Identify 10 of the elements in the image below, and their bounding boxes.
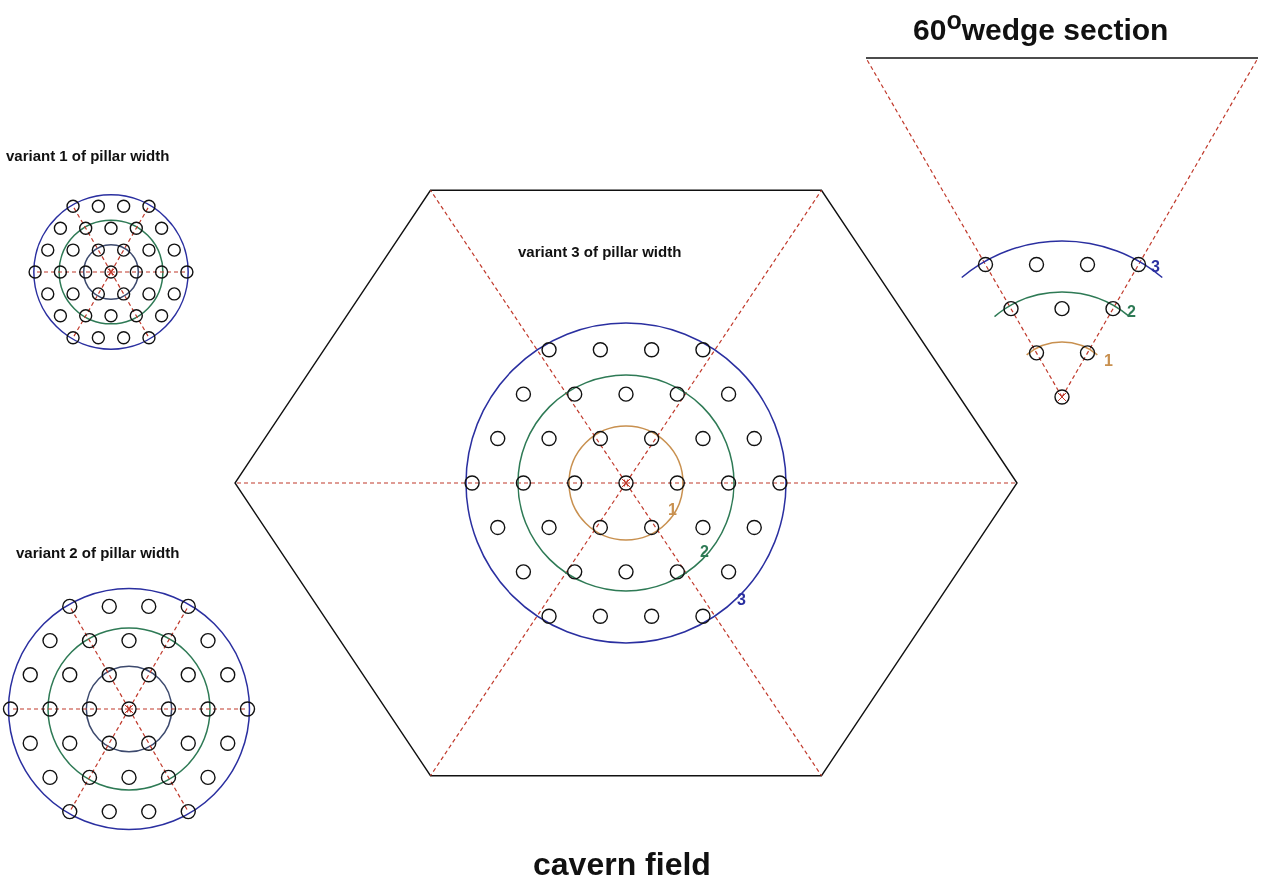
panel-title: variant 3 of pillar width — [518, 244, 682, 259]
panel-title: variant 2 of pillar width — [16, 545, 180, 560]
caption: cavern field — [533, 848, 711, 880]
ring-number: 2 — [1127, 304, 1136, 320]
panel-title: 60$^{o}$wedge section — [913, 8, 1169, 45]
ring-number: 2 — [700, 544, 709, 560]
panel-title: variant 1 of pillar width — [6, 148, 170, 163]
ring-number: 3 — [1151, 259, 1160, 275]
ring-number: 1 — [1104, 353, 1113, 369]
ring-number: 1 — [668, 502, 677, 518]
